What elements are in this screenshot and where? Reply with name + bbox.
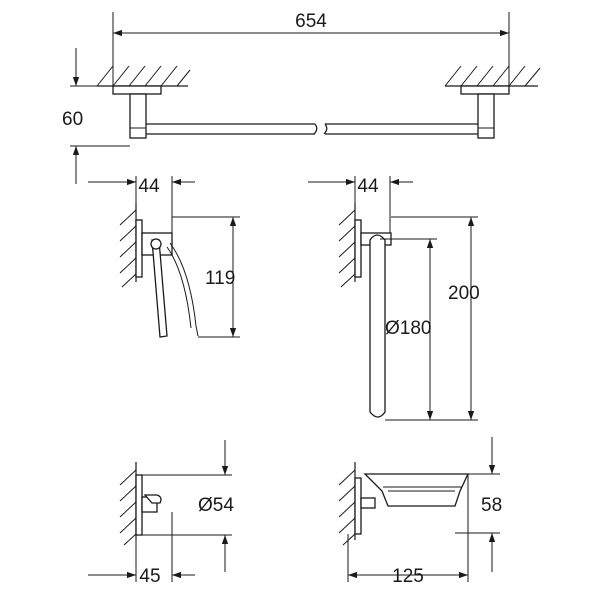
label-soap-width: 125 (392, 566, 424, 587)
label-hook-diameter: Ø54 (198, 495, 234, 516)
soap-dish-view: 58 125 (338, 437, 502, 587)
label-soap-height: 58 (481, 495, 502, 516)
wall-hatch-left (96, 65, 191, 87)
dim-bar-projection: 60 (62, 48, 130, 184)
wall-hatch-right (444, 65, 541, 87)
dim-soap-width: 125 (347, 474, 469, 587)
dim-ring-width: 44 (308, 176, 413, 233)
label-ring-diameter: Ø180 (385, 318, 431, 339)
label-ring-height: 200 (448, 283, 480, 304)
dim-ring-diameter: Ø180 (380, 238, 437, 421)
bar-bracket-right (460, 85, 510, 139)
dim-holder-width: 44 (88, 176, 195, 233)
wall-hatch-holder (119, 203, 137, 288)
label-holder-height: 119 (205, 268, 235, 289)
robe-hook-view: Ø54 45 (88, 440, 234, 587)
wall-hatch-soap (338, 462, 356, 546)
bar-rail (146, 123, 478, 135)
label-holder-width: 44 (138, 176, 160, 197)
label-hook-width: 45 (139, 566, 160, 587)
label-ring-width: 44 (357, 176, 379, 197)
dim-hook-diameter: Ø54 (142, 440, 234, 572)
label-bar-projection: 60 (62, 109, 83, 130)
dim-bar-length: 654 (112, 11, 510, 86)
roll-holder-view: 44 119 (88, 176, 240, 338)
label-bar-length: 654 (295, 11, 327, 32)
dim-hook-width: 45 (88, 512, 195, 587)
towel-ring-view: 44 200 Ø180 (308, 176, 480, 421)
wall-hatch-hook (119, 462, 137, 546)
towel-bar-view: 654 60 (62, 11, 541, 184)
dim-soap-height: 58 (455, 437, 502, 572)
dim-holder-height: 119 (172, 216, 240, 338)
wall-hatch-ring (338, 203, 356, 288)
bar-bracket-left (112, 85, 162, 139)
